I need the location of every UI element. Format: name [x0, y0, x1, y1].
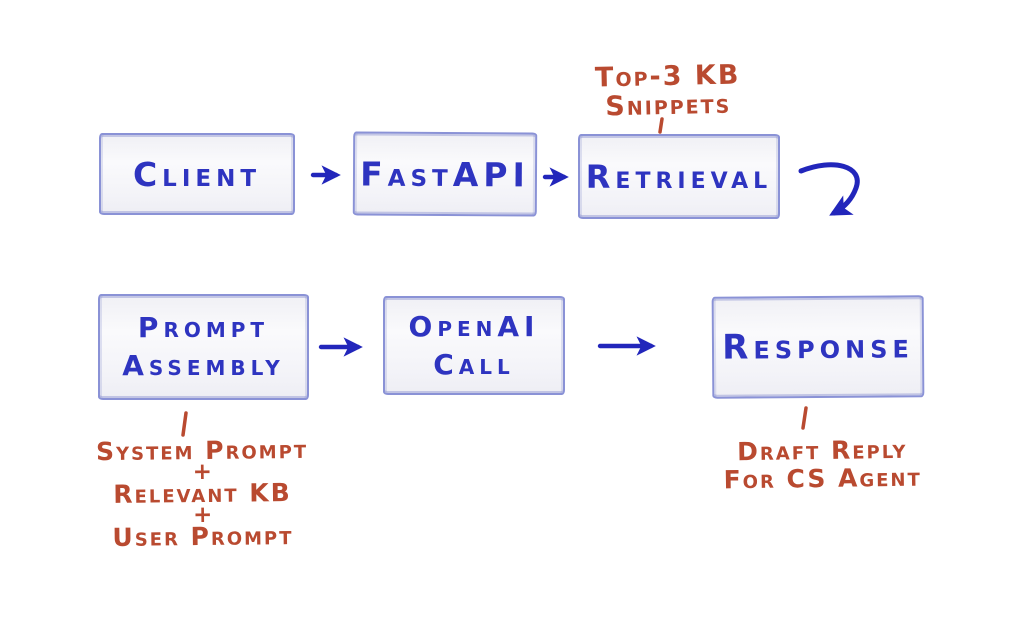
connector-tick-prompt-assembly-to-note	[181, 411, 188, 437]
node-response-label: Response	[722, 326, 914, 368]
node-client: Client	[99, 133, 295, 215]
node-openai-call-label-line2: Call	[433, 347, 515, 381]
annotation-line: For CS Agent	[723, 462, 922, 495]
node-openai-call-label-line1: OpenAI	[408, 309, 540, 343]
annotation-draft-reply: Draft Reply For CS Agent	[705, 435, 941, 495]
node-retrieval-label: Retrieval	[585, 157, 773, 196]
annotation-prompt-composition: System Prompt + Relevant KB + User Promp…	[69, 435, 335, 553]
annotation-line: User Prompt	[112, 521, 294, 552]
flow-arrow-wrap-to-next-row	[798, 162, 860, 216]
node-prompt-assembly-label-line1: Prompt	[137, 311, 270, 344]
node-fastapi: FastAPI	[352, 131, 538, 217]
node-openai-call: OpenAI Call	[383, 296, 565, 395]
node-retrieval: Retrieval	[578, 134, 780, 219]
node-prompt-assembly-label-line2: Assembly	[122, 349, 285, 382]
node-prompt-assembly: Prompt Assembly	[98, 294, 309, 400]
connector-tick-response-to-note	[801, 406, 808, 430]
node-fastapi-label: FastAPI	[360, 154, 530, 194]
annotation-line: Top-3 KB	[594, 59, 741, 94]
annotation-top3-kb-snippets: Top-3 KB Snippets	[573, 59, 762, 123]
node-client-label: Client	[132, 154, 262, 194]
annotation-line: Snippets	[605, 88, 732, 123]
node-response: Response	[711, 295, 925, 399]
